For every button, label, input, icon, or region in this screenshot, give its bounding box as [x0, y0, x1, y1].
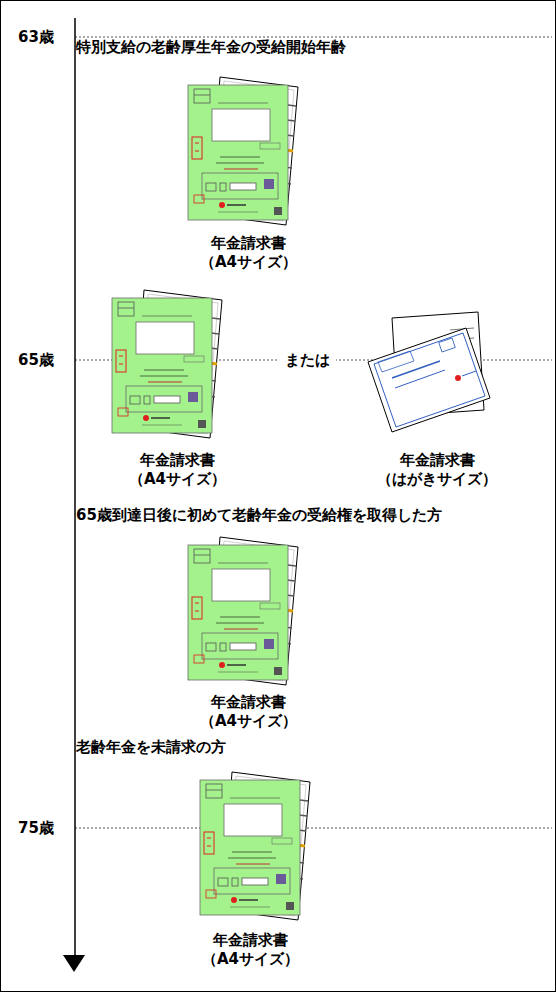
section-heading: 老齢年金を未請求の方: [76, 739, 226, 756]
form-size-caption: （A4サイズ）: [200, 254, 297, 271]
age-label: 65歳: [18, 352, 54, 369]
postcard-illustration-part: [439, 338, 455, 352]
age-guide-line: [75, 828, 552, 829]
postcard-illustration-part: [374, 333, 485, 427]
envelope-illustration: [188, 77, 298, 225]
postcard-illustration-part: [455, 375, 461, 381]
form-size-caption: （A4サイズ）: [200, 713, 297, 730]
section-heading: 65歳到達日後に初めて老齢年金の受給権を取得した方: [76, 507, 442, 524]
age-label: 75歳: [18, 820, 54, 837]
alternative-label: または: [279, 352, 336, 369]
form-caption: 年金請求書: [213, 932, 288, 949]
envelope-illustration: [188, 537, 298, 685]
timeline-arrowhead: [63, 955, 85, 972]
age-label: 63歳: [18, 29, 54, 46]
envelope-illustration: [112, 290, 222, 438]
postcard-illustration-part: [462, 371, 476, 376]
form-size-caption: （A4サイズ）: [202, 951, 299, 968]
postcard-illustration-part: [368, 328, 490, 432]
form-size-caption: （はがきサイズ）: [377, 471, 497, 488]
postcard-illustration: [368, 312, 490, 432]
form-size-caption: （A4サイズ）: [129, 471, 226, 488]
age-guide-line: [75, 37, 552, 38]
postcard-illustration-part: [378, 351, 414, 372]
postcard-illustration-part: [392, 361, 440, 378]
envelope-illustration: [200, 772, 310, 920]
form-caption: 年金請求書: [211, 694, 286, 711]
timeline-axis: [74, 18, 76, 958]
form-caption: 年金請求書: [140, 452, 215, 469]
form-caption: 年金請求書: [400, 452, 475, 469]
section-heading: 特別支給の老齢厚生年金の受給開始年齢: [76, 39, 346, 56]
postcard-illustration-part: [395, 370, 445, 388]
form-caption: 年金請求書: [211, 235, 286, 252]
